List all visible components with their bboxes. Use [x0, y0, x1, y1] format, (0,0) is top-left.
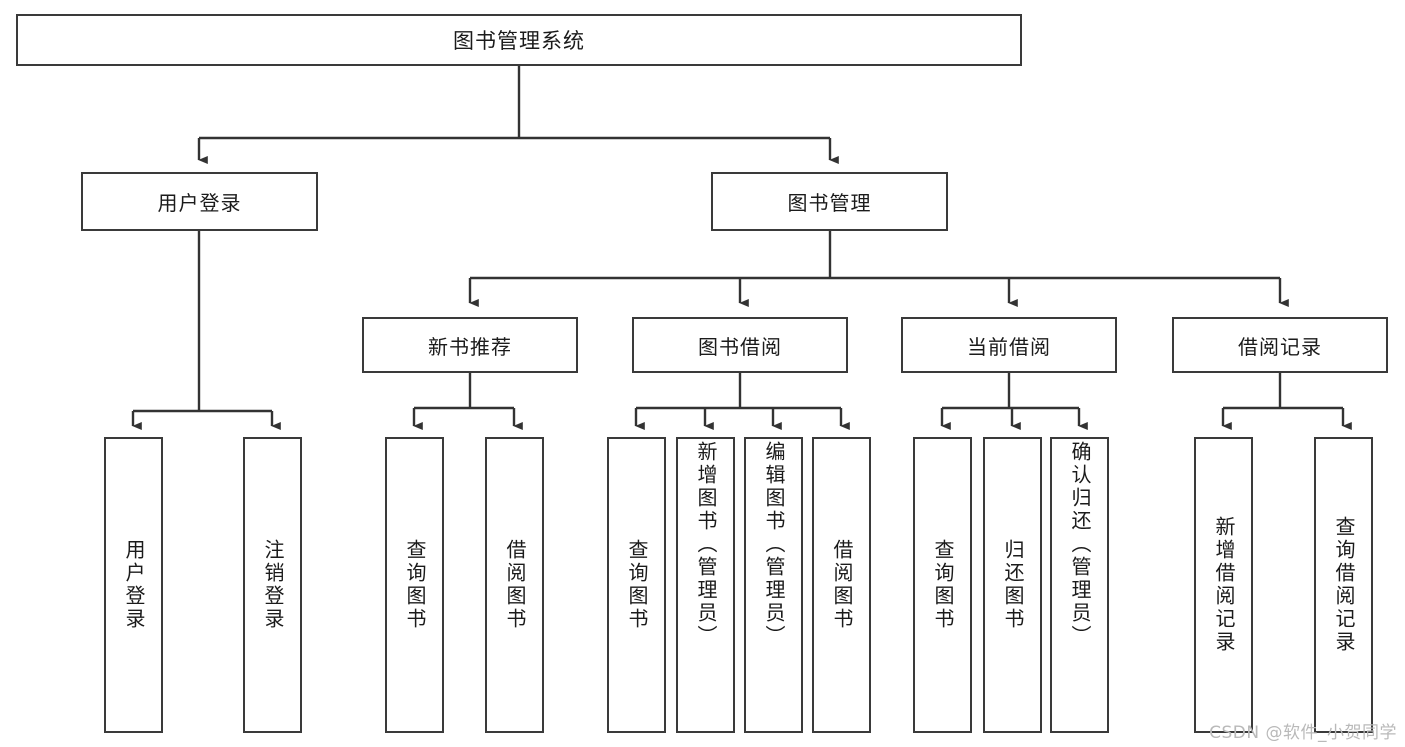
- leaf-label: 新增借阅记录: [1212, 516, 1236, 654]
- leaf-label: 确认归还（管理员）: [1068, 441, 1092, 648]
- leaf-borrow-book[interactable]: 借阅图书: [812, 437, 871, 733]
- leaf-label: 注销登录: [261, 539, 285, 631]
- node-root-system[interactable]: 图书管理系统: [16, 14, 1022, 66]
- leaf-label: 查询借阅记录: [1332, 516, 1356, 654]
- leaf-edit-book-admin[interactable]: 编辑图书（管理员）: [744, 437, 803, 733]
- node-new-book-recommendation[interactable]: 新书推荐: [362, 317, 578, 373]
- leaf-add-book-admin[interactable]: 新增图书（管理员）: [676, 437, 735, 733]
- leaf-return-book[interactable]: 归还图书: [983, 437, 1042, 733]
- leaf-label: 用户登录: [122, 539, 146, 631]
- watermark-text: CSDN @软件_小贺同学: [1209, 723, 1397, 743]
- leaf-add-borrowing-record[interactable]: 新增借阅记录: [1194, 437, 1253, 733]
- leaf-label: 查询图书: [931, 539, 955, 631]
- leaf-label: 新增图书（管理员）: [694, 441, 718, 648]
- node-current-borrowing[interactable]: 当前借阅: [901, 317, 1117, 373]
- leaf-label: 借阅图书: [503, 539, 527, 631]
- leaf-query-book-borrowing[interactable]: 查询图书: [607, 437, 666, 733]
- leaf-borrow-book-recommendation[interactable]: 借阅图书: [485, 437, 544, 733]
- node-user-login[interactable]: 用户登录: [81, 172, 318, 231]
- leaf-confirm-return-admin[interactable]: 确认归还（管理员）: [1050, 437, 1109, 733]
- node-borrowing-records[interactable]: 借阅记录: [1172, 317, 1388, 373]
- leaf-label: 归还图书: [1001, 539, 1025, 631]
- leaf-label: 查询图书: [403, 539, 427, 631]
- leaf-label: 查询图书: [625, 539, 649, 631]
- leaf-query-borrowing-record[interactable]: 查询借阅记录: [1314, 437, 1373, 733]
- leaf-label: 编辑图书（管理员）: [762, 441, 786, 648]
- leaf-logout[interactable]: 注销登录: [243, 437, 302, 733]
- leaf-user-login[interactable]: 用户登录: [104, 437, 163, 733]
- node-book-borrowing[interactable]: 图书借阅: [632, 317, 848, 373]
- node-book-management[interactable]: 图书管理: [711, 172, 948, 231]
- leaf-query-book-current[interactable]: 查询图书: [913, 437, 972, 733]
- leaf-label: 借阅图书: [830, 539, 854, 631]
- leaf-query-book-recommendation[interactable]: 查询图书: [385, 437, 444, 733]
